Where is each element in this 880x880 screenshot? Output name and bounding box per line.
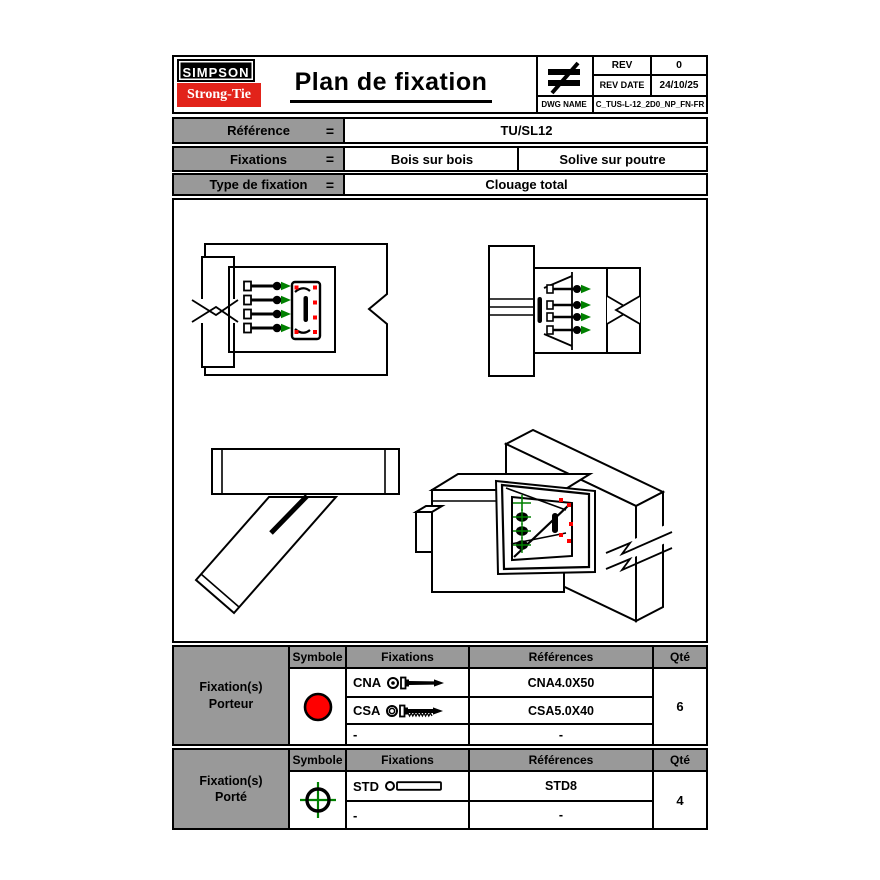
- qty-porteur: 6: [654, 669, 706, 744]
- divider: [536, 57, 538, 112]
- equals-sign: =: [325, 122, 334, 139]
- view-side-nails: [546, 284, 591, 335]
- rev-date-label: REV DATE: [599, 80, 645, 90]
- col-header-symbole: Symbole: [290, 750, 345, 770]
- info-row-type: Type de fixation = Clouage total: [172, 173, 708, 196]
- title-block: SIMPSON Strong-Tie Plan de fixation REV …: [172, 55, 708, 114]
- not-equal-projection-icon: [548, 61, 580, 95]
- rev-value: 0: [676, 59, 682, 71]
- std-dowel-icon: [385, 781, 442, 791]
- dwg-name-label: DWG NAME: [541, 100, 587, 109]
- nail-head: [513, 523, 531, 539]
- info-row-fixations: Fixations = Bois sur bois Solive sur pou…: [172, 146, 708, 172]
- view-side: [488, 245, 641, 377]
- col-header-references: Références: [470, 750, 652, 770]
- fixations-value-left: Bois sur bois: [347, 148, 519, 170]
- nail-head: [513, 509, 531, 525]
- view-plan: [194, 448, 400, 615]
- nail-head: [513, 537, 531, 553]
- group-line1: Fixation(s): [199, 773, 263, 788]
- divider: [536, 95, 706, 97]
- rev-label: REV: [611, 60, 633, 71]
- equals-sign: =: [325, 176, 334, 193]
- equals-sign: =: [325, 151, 334, 167]
- nail-icon: [243, 322, 291, 334]
- divider: [592, 57, 594, 112]
- nail-hole-markers: [559, 498, 573, 543]
- divider: [592, 74, 706, 76]
- nail-icon: [243, 308, 291, 320]
- reference-cna: CNA4.0X50: [470, 669, 652, 696]
- reference-empty: -: [470, 802, 652, 828]
- view-front-elevation: [191, 243, 388, 376]
- fixations-table-porte: Fixation(s) Porté Symbole Fixations Réfé…: [172, 748, 708, 830]
- divider: [650, 57, 652, 95]
- reference-csa: CSA5.0X40: [470, 698, 652, 723]
- nail-icon: [546, 284, 591, 294]
- technical-views: [191, 243, 673, 623]
- col-header-qte: Qté: [654, 647, 706, 667]
- logo-simpson: SIMPSON: [177, 59, 255, 82]
- simpson-strongtie-logo: SIMPSON Strong-Tie: [177, 59, 261, 107]
- type-label: Type de fixation =: [174, 175, 345, 194]
- fixation-row-empty: -: [347, 725, 468, 744]
- symbol-cell-porteur: [290, 669, 345, 744]
- view-isometric-fasteners: [513, 495, 573, 553]
- page-title: Plan de fixation: [270, 68, 512, 103]
- view-front-nails: [243, 280, 291, 334]
- col-header-references: Références: [470, 647, 652, 667]
- group-line2: Porteur: [208, 696, 254, 711]
- dwg-name-value: C_TUS-L-12_2D0_NP_FN-FR: [595, 100, 705, 109]
- logo-strongtie: Strong-Tie: [177, 83, 261, 107]
- nail-icon: [546, 312, 591, 322]
- type-label-text: Type de fixation: [209, 177, 308, 192]
- nail-hole-markers: [294, 285, 317, 334]
- fixations-label-text: Fixations: [229, 151, 288, 167]
- fixation-code: CSA: [353, 703, 381, 718]
- green-crosshair-icon: [299, 782, 336, 818]
- nail-icon: [546, 300, 591, 310]
- group-label-porteur: Fixation(s) Porteur: [174, 647, 288, 744]
- fixation-row-empty: -: [347, 802, 468, 828]
- fixation-row-std: STD: [347, 772, 468, 800]
- reference-label-text: Référence: [227, 123, 290, 138]
- type-value: Clouage total: [485, 177, 568, 192]
- drawing-area: [172, 198, 708, 643]
- slot: [552, 513, 558, 533]
- crosshair-marker: [513, 495, 531, 511]
- nail-icon: [546, 325, 591, 335]
- drawing-sheet: SIMPSON Strong-Tie Plan de fixation REV …: [172, 55, 708, 830]
- nail-icon: [243, 294, 291, 306]
- reference-empty: -: [470, 725, 652, 744]
- reference-label: Référence =: [174, 119, 345, 142]
- nail-icon: [243, 280, 291, 292]
- reference-value: TU/SL12: [500, 123, 553, 138]
- qty-porte: 4: [654, 772, 706, 828]
- fixation-code: CNA: [353, 675, 382, 690]
- col-header-symbole: Symbole: [290, 647, 345, 667]
- fixations-table-porteur: Fixation(s) Porteur Symbole Fixations Ré…: [172, 645, 708, 746]
- symbol-cell-porte: [290, 772, 345, 828]
- page-title-text: Plan de fixation: [289, 68, 493, 103]
- view-front-hanger-plate: [290, 280, 322, 341]
- group-line1: Fixation(s): [199, 680, 263, 695]
- red-circle-icon: [303, 692, 332, 721]
- fixation-row-csa: CSA: [347, 698, 468, 723]
- fixations-value-right: Solive sur poutre: [559, 151, 666, 167]
- fixation-row-cna: CNA: [347, 669, 468, 696]
- rev-date-value: 24/10/25: [659, 80, 699, 91]
- group-line2: Porté: [215, 790, 247, 804]
- col-header-qte: Qté: [654, 750, 706, 770]
- view-isometric: [412, 428, 673, 623]
- group-label-porte: Fixation(s) Porté: [174, 750, 288, 828]
- reference-std: STD8: [470, 772, 652, 800]
- col-header-fixations: Fixations: [347, 647, 468, 667]
- col-header-fixations: Fixations: [347, 750, 468, 770]
- csa-screw-icon: [386, 704, 444, 717]
- fixation-code: STD: [353, 778, 379, 794]
- fixations-label: Fixations =: [174, 148, 345, 170]
- info-row-reference: Référence = TU/SL12: [172, 117, 708, 144]
- cna-nail-icon: [387, 676, 445, 689]
